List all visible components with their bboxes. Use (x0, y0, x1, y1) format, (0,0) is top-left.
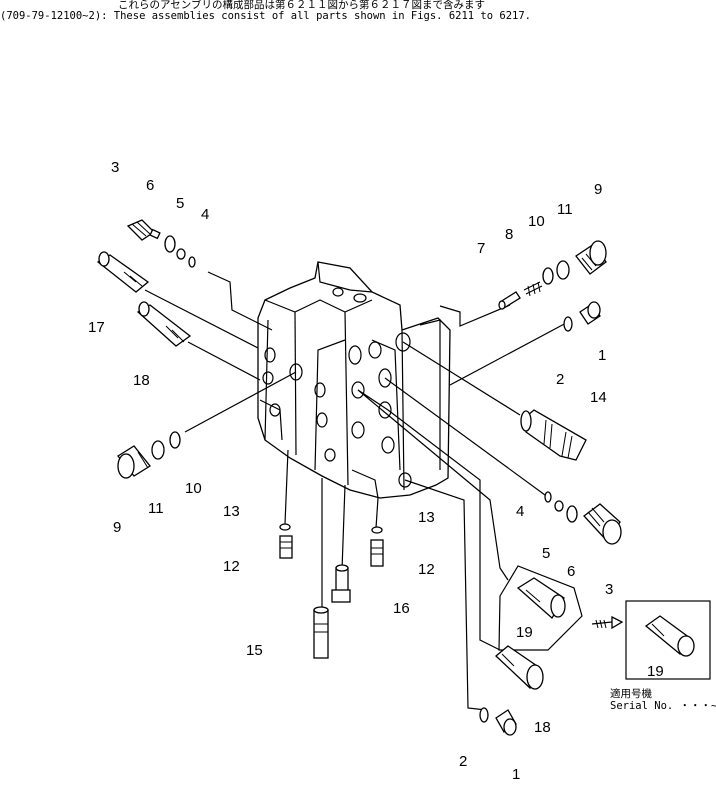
callout-19: 19 (647, 663, 664, 680)
valve-15 (313, 606, 329, 659)
plug-18-left (136, 301, 192, 347)
valve-19-left (516, 577, 566, 620)
oring-13-left (279, 523, 291, 531)
callout-13: 13 (418, 509, 435, 526)
header-english-note: (709-79-12100~2): These assemblies consi… (0, 10, 532, 22)
callout-6: 6 (567, 563, 575, 580)
callout-5: 5 (176, 195, 184, 212)
callout-4: 4 (201, 206, 209, 223)
bolt-7 (498, 291, 521, 310)
callout-14: 14 (590, 389, 607, 406)
ring-11-right (556, 260, 570, 280)
header-japanese-note: これらのアセンブリの構成部品は第６２１１図から第６２１７図まで含みます (118, 0, 485, 11)
oring-10-left (169, 431, 181, 449)
callout-11: 11 (148, 500, 164, 517)
callout-16: 16 (393, 600, 410, 617)
callout-12: 12 (223, 558, 240, 575)
oring-2-upper (563, 316, 573, 332)
arrow-to-variant (591, 615, 624, 630)
callout-15: 15 (246, 642, 263, 659)
plug-1-lower (495, 709, 517, 736)
serial-label-jp: 適用号機 (610, 687, 652, 700)
washer-5-lower (554, 500, 564, 512)
callout-9: 9 (113, 519, 121, 536)
oring-10-right (542, 267, 554, 285)
callout-5: 5 (542, 545, 550, 562)
callout-18: 18 (534, 719, 551, 736)
serial-label-en: Serial No. ・・・~ (610, 700, 716, 712)
oring-4-lower (544, 491, 552, 503)
plug-18-right (495, 645, 544, 690)
callout-1: 1 (598, 347, 606, 364)
plug-3-upper (126, 219, 161, 241)
oring-6-upper (164, 235, 176, 253)
valve-14 (520, 409, 587, 461)
fitting-12-left (279, 535, 293, 559)
callout-7: 7 (477, 240, 485, 257)
plug-3-lower (583, 503, 622, 545)
plug-9-left (117, 445, 151, 479)
plug-17 (96, 251, 150, 293)
ring-11-left (151, 440, 165, 460)
callout-2: 2 (459, 753, 467, 770)
callout-12: 12 (418, 561, 435, 578)
oring-6-lower (566, 505, 578, 523)
callout-9: 9 (594, 181, 602, 198)
fitting-12-right (370, 539, 384, 567)
callout-8: 8 (505, 226, 513, 243)
callout-19: 19 (516, 624, 533, 641)
callout-11: 11 (557, 201, 573, 218)
valve-body (257, 261, 451, 499)
variant-box (625, 600, 711, 680)
oring-4-upper (188, 256, 196, 268)
oring-13-right (371, 526, 383, 534)
spring-8 (523, 281, 543, 297)
leader-lines (144, 271, 569, 711)
callout-frame-19 (498, 565, 583, 651)
callout-3: 3 (605, 581, 613, 598)
callout-10: 10 (185, 480, 202, 497)
valve-19-right (644, 615, 695, 657)
callout-4: 4 (516, 503, 524, 520)
plug-1-upper (579, 301, 601, 325)
callout-17: 17 (88, 319, 105, 336)
callout-10: 10 (528, 213, 545, 230)
callout-3: 3 (111, 159, 119, 176)
callout-2: 2 (556, 371, 564, 388)
callout-1: 1 (512, 766, 520, 783)
washer-5-upper (176, 248, 186, 260)
oring-2-lower (479, 707, 489, 723)
plug-9-right (575, 240, 607, 275)
callout-6: 6 (146, 177, 154, 194)
callout-13: 13 (223, 503, 240, 520)
callout-18: 18 (133, 372, 150, 389)
valve-16 (331, 564, 351, 603)
